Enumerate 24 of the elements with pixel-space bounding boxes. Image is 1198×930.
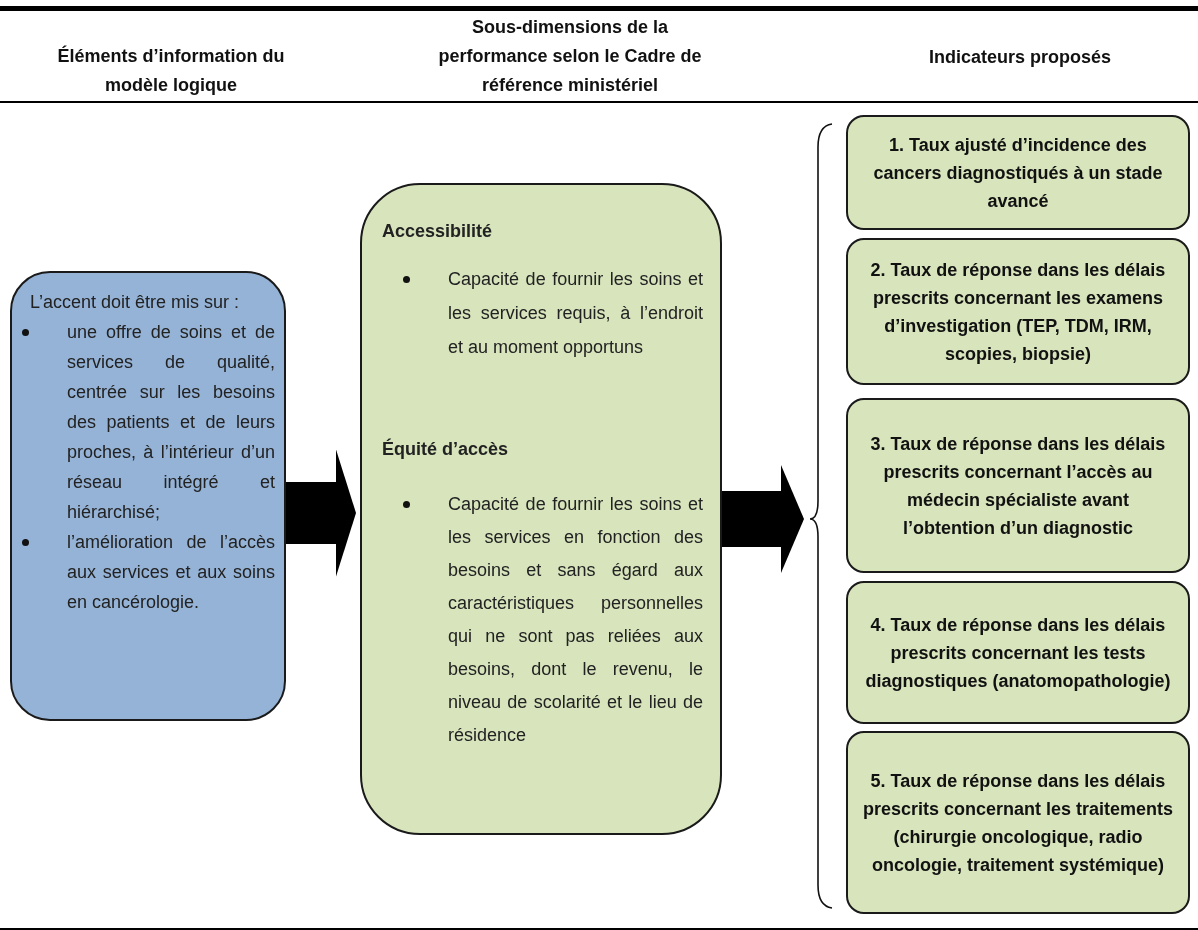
indicator-text: 1. Taux ajusté d’incidence des cancers diagnostiqués à un stade avancé xyxy=(872,133,1164,213)
indicator-box xyxy=(846,115,1190,230)
block-arrow xyxy=(286,449,356,577)
section-heading: Accessibilité xyxy=(382,220,494,243)
indicator-box xyxy=(846,238,1190,385)
indicator-text: 5. Taux de réponse dans les délais prescrits concernant les traitements (chirurgie oncologique, radio oncologie, traitement systémique) xyxy=(861,769,1175,877)
bullet-item: Capacité de fournir les soins et les services requis, à l’endroit et au moment opportuns xyxy=(448,268,703,359)
column-header: Sous-dimensions de la performance selon le Cadre de référence ministériel xyxy=(437,16,703,97)
indicator-text: 4. Taux de réponse dans les délais prescrits concernant les tests diagnostiques (anatomopathologie) xyxy=(864,613,1172,693)
goal-box xyxy=(10,271,286,721)
column-header: Indicateurs proposés xyxy=(927,46,1113,69)
intro-text: L’accent doit être mis sur : xyxy=(30,291,241,314)
indicator-box xyxy=(846,731,1190,914)
indicator-text: 2. Taux de réponse dans les délais prescrits concernant les examens d’investigation (TEP, TDM, IRM, scopies, biopsie) xyxy=(869,258,1167,366)
bullet-item: l’amélioration de l’accès aux services et aux soins en cancérologie. xyxy=(67,531,275,614)
bullet-item: Capacité de fournir les soins et les services en fonction des besoins et sans égard aux caractéristiques personnelles qui ne sont pas reliées aux besoins, dont le revenu, le niveau de scolarité et le lieu de résidence xyxy=(448,493,703,747)
indicator-box xyxy=(846,581,1190,724)
indicator-box xyxy=(846,398,1190,573)
bullet-item: une offre de soins et de services de qualité, centrée sur les besoins des patients et de leurs proches, à l’intérieur d’un réseau intégré et hiérarchisé; xyxy=(67,321,275,524)
indicator-text: 3. Taux de réponse dans les délais prescrits concernant l’accès au médecin spécialiste avant l’obtention d’un diagnostic xyxy=(869,432,1167,540)
section-heading: Équité d’accès xyxy=(382,437,510,461)
dimension-box xyxy=(360,183,722,835)
column-header: Éléments d’information du modèle logique xyxy=(56,44,286,97)
block-arrow xyxy=(722,465,804,573)
